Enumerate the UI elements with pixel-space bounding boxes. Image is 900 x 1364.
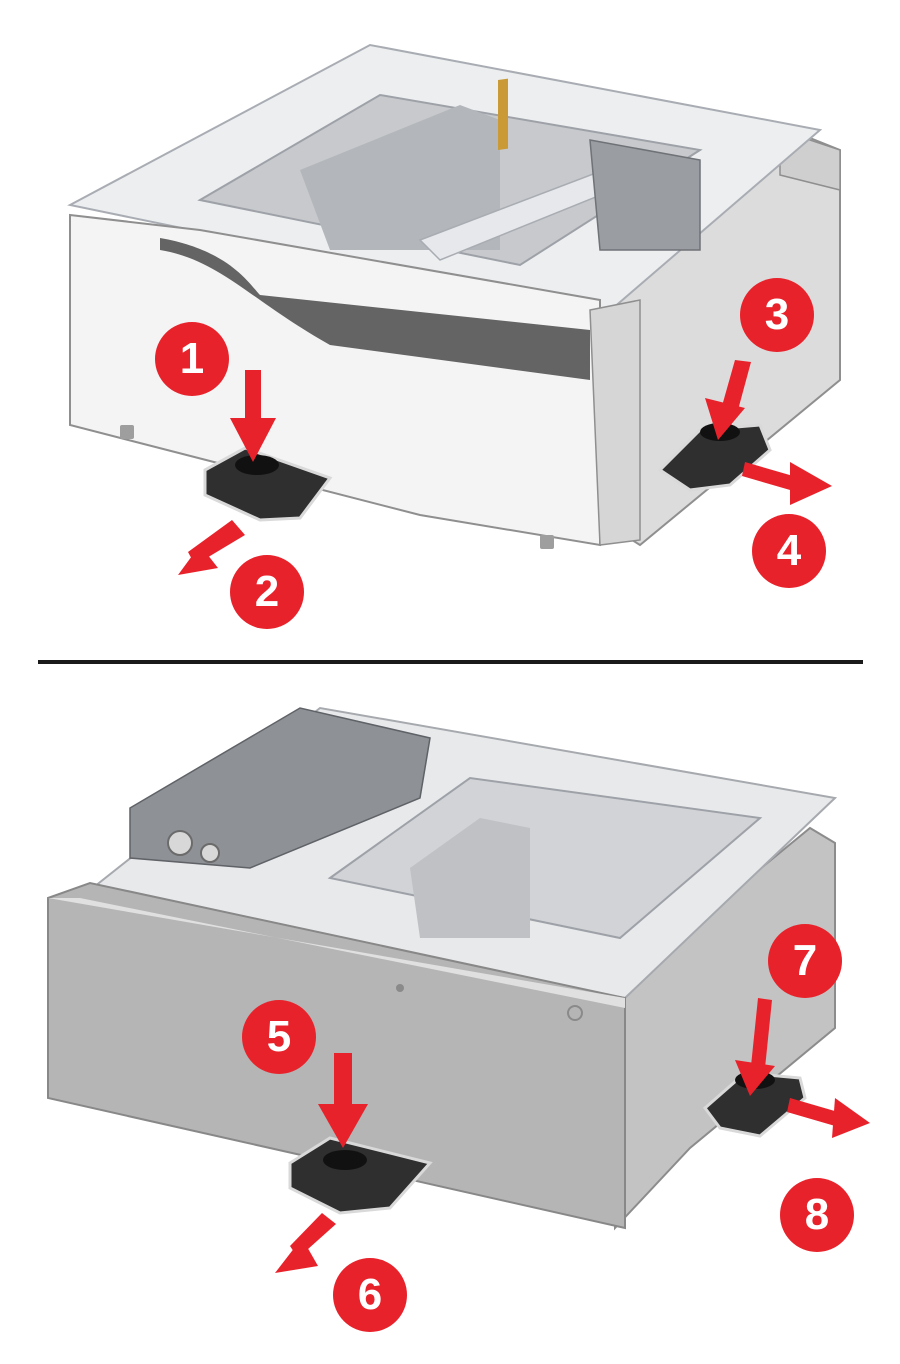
section-divider [38, 660, 863, 664]
spring-part [498, 78, 508, 151]
stabilizer-foot-left [203, 446, 333, 522]
illustration-panel-bottom: 5 6 7 8 [0, 668, 900, 1364]
step-badge-5: 5 [242, 1000, 316, 1074]
arrow-press-down-1 [230, 370, 276, 462]
arrow-press-down-7 [735, 998, 775, 1096]
arrow-slide-out-4 [742, 462, 832, 505]
step-badge-1: 1 [155, 322, 229, 396]
arrow-slide-out-2 [178, 520, 245, 575]
arrow-slide-out-8 [787, 1098, 870, 1138]
tray-illustration-front-view [67, 43, 841, 575]
tray-side-panel-rear [614, 826, 836, 1231]
tray-illustration-rear-view [47, 706, 870, 1273]
step-badge-7: 7 [768, 924, 842, 998]
tray-handle [160, 238, 590, 380]
arrow-press-down-5 [318, 1053, 368, 1148]
step-badge-4: 4 [752, 514, 826, 588]
feed-mechanism-rear [129, 707, 431, 869]
arrow-slide-out-6 [275, 1213, 336, 1273]
illustration-panel-top: 1 2 3 4 [0, 0, 900, 640]
step-badge-3: 3 [740, 278, 814, 352]
step-badge-6: 6 [333, 1258, 407, 1332]
stabilizer-foot-left-rear [288, 1136, 433, 1215]
step-badge-8: 8 [780, 1178, 854, 1252]
arrow-press-down-3 [705, 360, 751, 440]
step-badge-2: 2 [230, 555, 304, 629]
feed-mechanism [589, 139, 701, 251]
